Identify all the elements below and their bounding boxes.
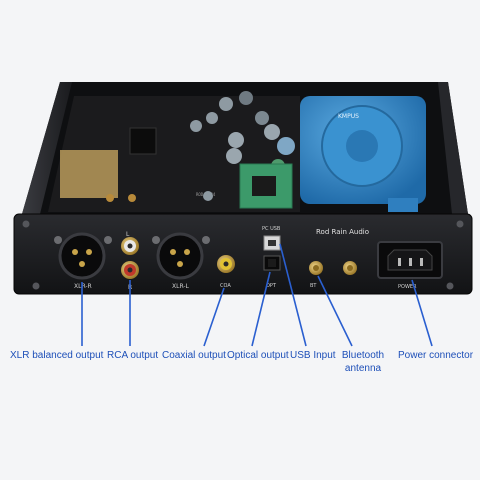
label-xlr-r: XLR-R [74, 283, 92, 290]
dac-chip [129, 127, 157, 155]
heatsink-pad [60, 150, 118, 198]
callout-power-connector: Power connector [398, 350, 474, 361]
terminal-block [388, 198, 418, 212]
label-pc-usb: PC USB [262, 226, 281, 232]
callout-coaxial-output: Coaxial output [162, 350, 226, 361]
screw-icon [22, 220, 30, 228]
label-l: L [126, 231, 130, 238]
label-bt: BT [310, 283, 317, 289]
transformer-label: KMPUS [338, 113, 359, 120]
brand-label: Rod Rain Audio [316, 228, 369, 236]
usb-b-port[interactable] [263, 235, 281, 251]
leader-line-bluetooth [317, 275, 353, 347]
xlr-right-connector[interactable] [54, 232, 112, 280]
label-xlr-l: XLR-L [172, 283, 190, 290]
callout-xlr-output: XLR balanced output [10, 350, 104, 361]
rca-right-connector[interactable] [121, 261, 139, 279]
label-opt: OPT [266, 283, 277, 289]
screw-icon [456, 220, 464, 228]
screw-icon [32, 282, 40, 290]
coaxial-connector[interactable] [217, 255, 235, 273]
screw-icon [446, 282, 454, 290]
callout-optical-output: Optical output [227, 350, 289, 361]
chassis-interior: ROD 1024 KMPUS [22, 82, 468, 214]
leader-line-power [411, 279, 433, 347]
label-power: POWER [398, 284, 417, 290]
callout-rca-output: RCA output [107, 350, 159, 361]
label-coa: COA [220, 283, 231, 289]
callout-leader-lines [81, 243, 433, 347]
callout-usb-input: USB Input [290, 350, 336, 361]
toroidal-transformer: KMPUS [300, 96, 426, 204]
bluetooth-antenna-connector[interactable] [343, 261, 357, 275]
optical-port[interactable] [263, 255, 281, 271]
xlr-left-connector[interactable] [152, 232, 210, 280]
leader-line-coaxial [203, 287, 225, 347]
rca-left-connector[interactable] [121, 237, 139, 255]
rear-panel: XLR-R L R XLR-L COA [13, 213, 473, 295]
power-socket[interactable] [377, 241, 443, 279]
callout-bluetooth-antenna: Bluetooth antenna [341, 350, 385, 374]
bluetooth-antenna-connector[interactable] [309, 261, 323, 275]
leader-line-optical [251, 271, 271, 347]
leader-line-usb [279, 243, 307, 347]
